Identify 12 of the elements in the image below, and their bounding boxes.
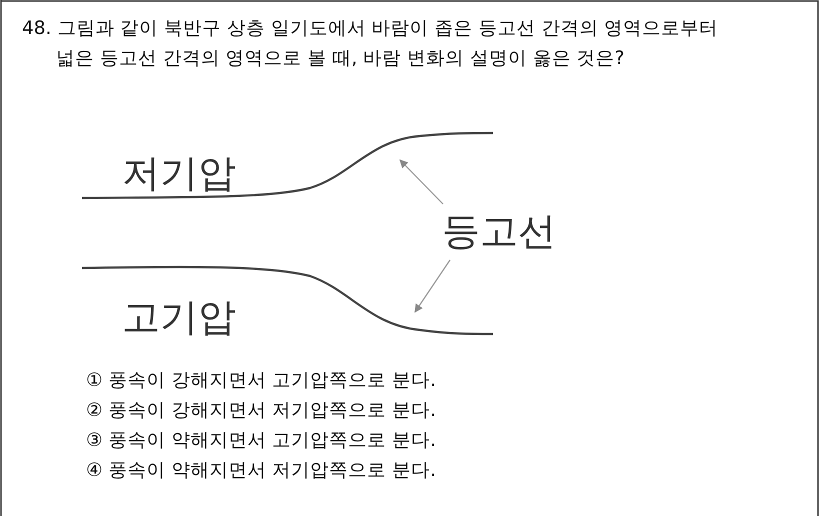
answer-option: ② 풍속이 강해지면서 저기압쪽으로 분다. [86, 397, 436, 422]
leader-arrow [414, 260, 450, 313]
question-text: 48. 그림과 같이 북반구 상층 일기도에서 바람이 좁은 등고선 간격의 영역으로부터 넓은 등고선 간격의 영역으로 볼 때, 바람 변화의 설명이 옳은 것은? [22, 17, 720, 71]
answer-option: ④ 풍속이 약해지면서 저기압쪽으로 분다. [86, 457, 436, 482]
leader-arrow [399, 159, 444, 204]
answer-option: ① 풍속이 강해지면서 고기압쪽으로 분다. [86, 367, 436, 392]
contour-line [82, 132, 493, 200]
contour-label: 등고선 [442, 209, 556, 253]
region-label: 고기압 [122, 294, 236, 341]
contour-line [82, 266, 493, 336]
answer-option: ③ 풍속이 약해지면서 고기압쪽으로 분다. [86, 427, 436, 452]
region-label: 저기압 [122, 150, 236, 197]
